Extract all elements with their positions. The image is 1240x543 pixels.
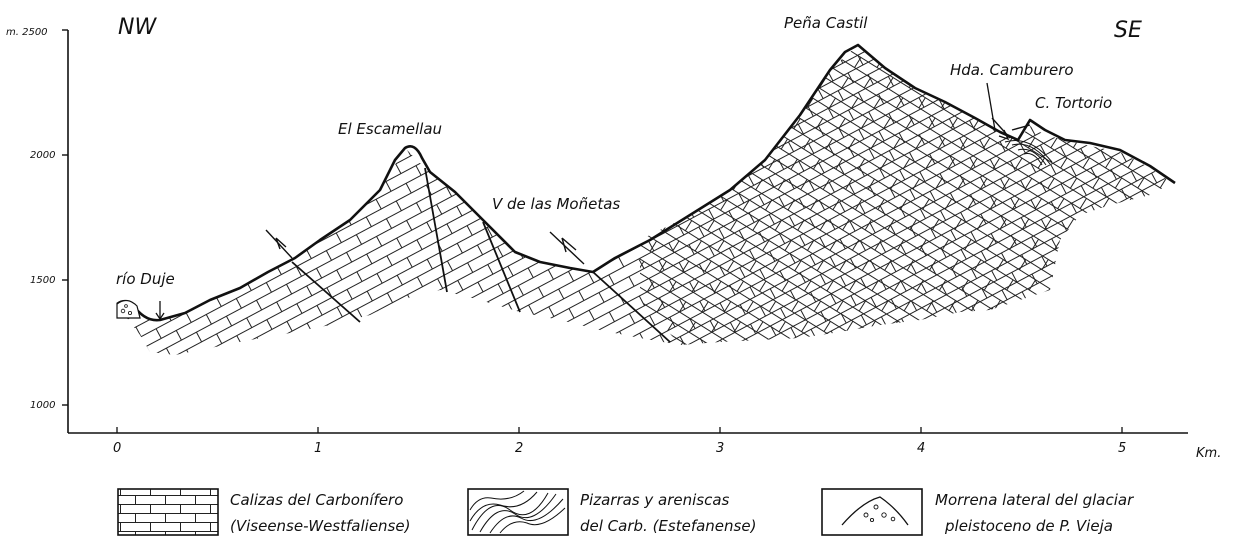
legend-shale-line2: del Carb. (Estefanense): [580, 517, 756, 535]
orientation-se-label: SE: [1114, 18, 1142, 43]
legend-item-limestone: Calizas del Carbonífero (Viseense-Westfa…: [117, 488, 410, 536]
orientation-nw-label: NW: [118, 15, 157, 40]
folded-shale-icon: [467, 488, 569, 536]
legend-limestone-line1: Calizas del Carbonífero: [230, 491, 403, 509]
label-rio-duje: río Duje: [116, 270, 175, 288]
label-c-tortorio: C. Tortorio: [1035, 94, 1112, 112]
fault-slip-arrows: [265, 117, 1031, 265]
legend-item-shale: Pizarras y areniscas del Carb. (Estefane…: [467, 488, 756, 536]
label-el-escamellau: El Escamellau: [338, 120, 442, 138]
y-tick-label: 1500: [30, 275, 55, 286]
y-tick-label: 1000: [30, 400, 55, 411]
x-tick-label: 4: [917, 441, 925, 456]
x-axis-unit-label: Km.: [1196, 446, 1221, 461]
x-tick-label: 0: [113, 441, 121, 456]
y-axis-unit-label: m. 2500: [6, 27, 48, 38]
legend-limestone-line2: (Viseense-Westfaliense): [230, 517, 410, 535]
y-axis: m. 2500 2000 1500 1000: [6, 27, 69, 433]
x-tick-label: 3: [716, 441, 724, 456]
hda-camburero-pointer: [986, 82, 996, 131]
label-v-de-las-monetas: V de las Moñetas: [492, 195, 620, 213]
folded-shale-deposit: [1004, 140, 1053, 166]
legend: Calizas del Carbonífero (Viseense-Westfa…: [117, 488, 1134, 536]
legend-moraine-line2: pleistoceno de P. Vieja: [944, 517, 1113, 535]
legend-item-moraine: Morrena lateral del glaciar pleistoceno …: [821, 488, 1134, 536]
x-tick-label: 1: [314, 441, 322, 456]
y-tick-label: 2000: [30, 150, 55, 161]
legend-shale-line1: Pizarras y areniscas: [580, 491, 730, 509]
limestone-body: [117, 45, 1172, 355]
legend-moraine-line1: Morrena lateral del glaciar: [935, 491, 1134, 509]
limestone-brick-icon: [117, 488, 219, 536]
fault-lines: [291, 167, 671, 343]
x-tick-label: 5: [1118, 441, 1126, 456]
moraine-icon: [821, 488, 923, 536]
label-pena-castil: Peña Castil: [784, 14, 868, 32]
rio-duje-pointer-head: [155, 312, 165, 321]
label-hda-camburero: Hda. Camburero: [950, 61, 1074, 79]
x-tick-label: 2: [515, 441, 523, 456]
moraine-deposit: [116, 299, 141, 319]
x-axis: 0 1 2 3 4 5 Km.: [68, 427, 1221, 461]
